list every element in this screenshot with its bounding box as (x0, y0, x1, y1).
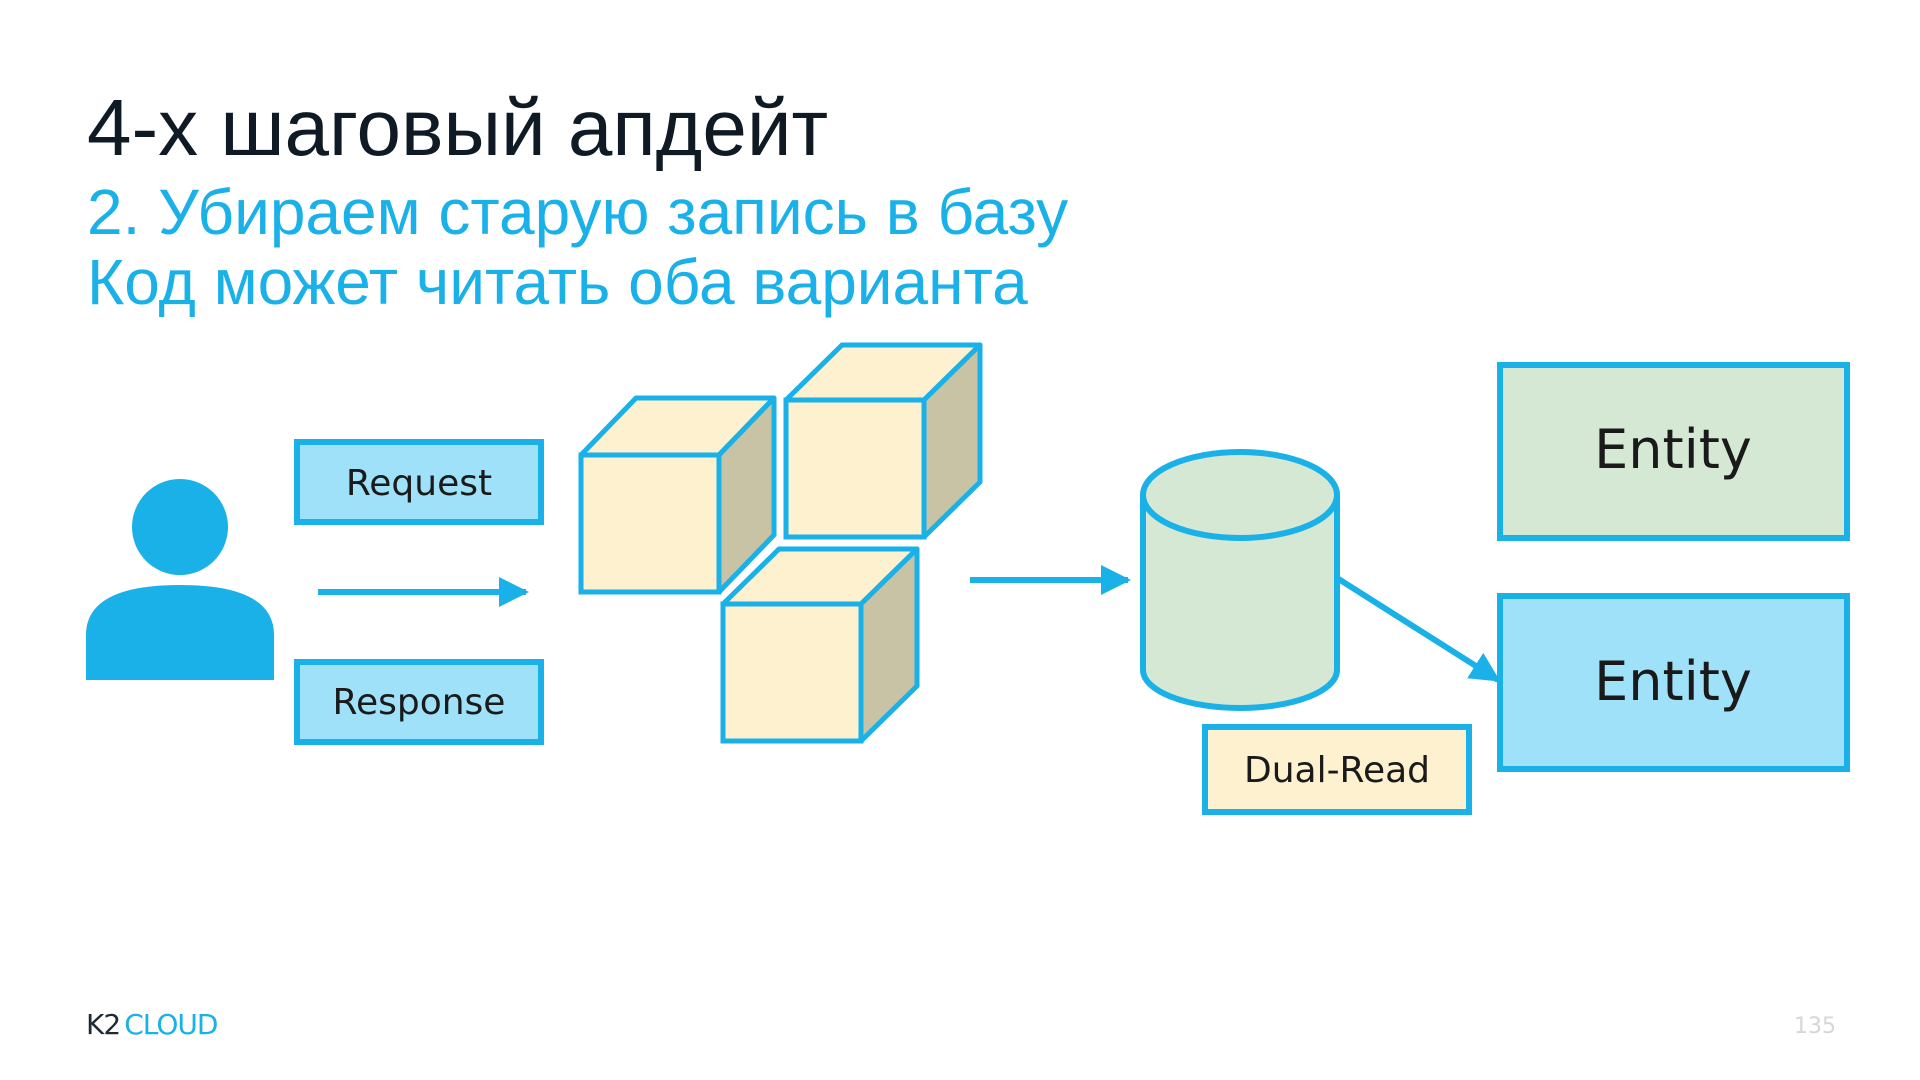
slide-title: 4-х шаговый апдейт (87, 83, 829, 172)
logo-cloud: CLOUD (124, 1008, 218, 1041)
dual-read-label: Dual-Read (1244, 750, 1430, 791)
response-label: Response (333, 682, 506, 723)
user-icon (86, 479, 274, 680)
slide-subtitle-step: 2. Убираем старую запись в базу (87, 176, 1069, 248)
database-icon (1140, 449, 1340, 711)
request-label: Request (346, 463, 492, 504)
logo-k2: K2 (86, 1008, 121, 1041)
read-arrow (1335, 575, 1501, 683)
cube-icon (783, 342, 983, 540)
cube-icon (578, 395, 777, 595)
entity-old-label: Entity (1594, 418, 1752, 481)
response-box: Response (294, 659, 544, 745)
entity-box-old: Entity (1497, 362, 1850, 541)
entity-box-new: Entity (1497, 593, 1850, 772)
slide-subtitle-note: Код может читать оба варианта (87, 246, 1028, 318)
cube-icon (720, 546, 920, 744)
dual-read-box: Dual-Read (1202, 724, 1472, 815)
entity-new-label: Entity (1594, 650, 1752, 713)
request-box: Request (294, 439, 544, 525)
page-number: 135 (1794, 1014, 1836, 1039)
